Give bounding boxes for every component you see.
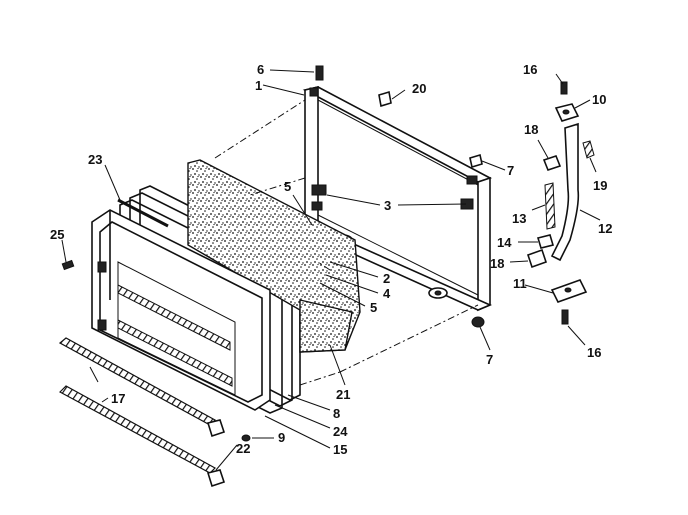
label-1: 1 — [255, 78, 262, 93]
label-6: 6 — [257, 62, 264, 77]
label-16-bottom: 16 — [587, 345, 601, 360]
label-16-top: 16 — [523, 62, 537, 77]
label-22: 22 — [236, 441, 250, 456]
hinge-assembly — [526, 81, 595, 325]
clip-20 — [378, 90, 392, 108]
part-labels: 1 6 20 7 3 5 23 25 2 4 5 7 21 8 24 15 9 … — [50, 62, 612, 457]
rail-end-caps — [206, 419, 226, 488]
screw-25 — [61, 259, 75, 271]
label-7-lower: 7 — [486, 352, 493, 367]
leader-lines — [61, 69, 601, 471]
alignment-lines — [214, 99, 479, 386]
label-2: 2 — [383, 271, 390, 286]
screw-rod — [117, 198, 169, 228]
label-15: 15 — [333, 442, 347, 457]
label-18-lower: 18 — [490, 256, 504, 271]
label-9: 9 — [278, 430, 285, 445]
label-25: 25 — [50, 227, 64, 242]
screw-9 — [241, 434, 251, 442]
label-7-upper: 7 — [507, 163, 514, 178]
label-12: 12 — [598, 221, 612, 236]
label-23: 23 — [88, 152, 102, 167]
door-insulation — [187, 159, 361, 353]
label-21: 21 — [336, 387, 350, 402]
label-11: 11 — [513, 276, 527, 291]
label-10: 10 — [592, 92, 606, 107]
label-4: 4 — [383, 286, 391, 301]
label-17: 17 — [111, 391, 125, 406]
screw-6 — [315, 65, 324, 81]
inner-door-liner — [91, 209, 271, 411]
label-14: 14 — [497, 235, 512, 250]
label-20: 20 — [412, 81, 426, 96]
label-5-lower: 5 — [370, 300, 377, 315]
door-stops — [469, 153, 485, 328]
label-5-upper: 5 — [284, 179, 291, 194]
label-19: 19 — [593, 178, 607, 193]
label-3: 3 — [384, 198, 391, 213]
label-13: 13 — [512, 211, 526, 226]
label-24: 24 — [333, 424, 348, 439]
label-8: 8 — [333, 406, 340, 421]
label-18-upper: 18 — [524, 122, 538, 137]
shelf-rails — [58, 337, 216, 474]
